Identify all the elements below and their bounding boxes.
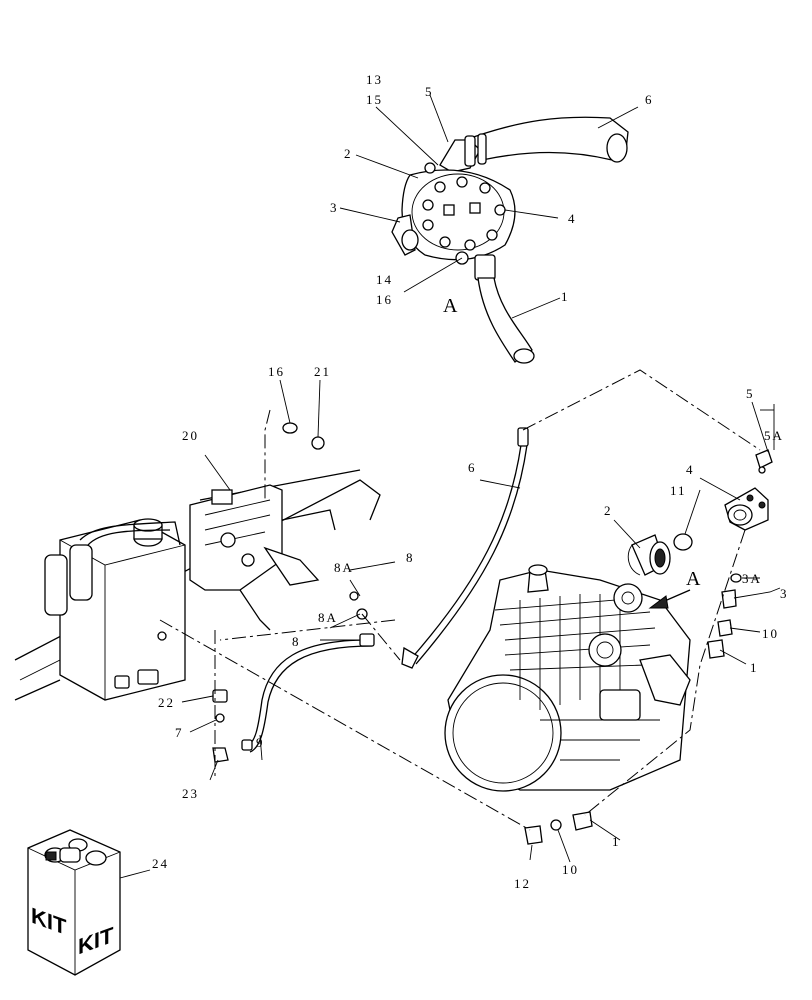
callout-1-bottom: 1 [612,834,621,849]
tank-bracket-assembly [14,469,381,701]
callout-3a: 3A [742,571,762,586]
view-label-a: A [443,295,458,317]
callout-9: 9 [256,735,265,750]
view-label-a-engine: A [686,568,701,590]
callout-8a-b: 8A [318,610,338,625]
callout-2-right: 2 [604,503,613,518]
washer-nut-16-21 [264,379,325,500]
callout-3-right: 3 [780,586,789,601]
callout-8-a: 8 [406,550,415,565]
callout-5-top: 5 [425,84,434,99]
callout-5a: 5A [764,428,784,443]
callout-3-top: 3 [330,200,339,215]
callout-14: 14 [376,272,393,287]
compressor-parts-exploded [524,449,773,845]
view-a-arrow [648,589,691,609]
callout-16-top: 16 [376,292,393,307]
callout-5-right: 5 [746,386,755,401]
callout-8-b: 8 [292,634,301,649]
callout-13: 13 [366,72,383,87]
callout-2-top: 2 [344,146,353,161]
top-leaders [339,94,639,319]
callout-8a-a: 8A [334,560,354,575]
callout-7: 7 [175,725,184,740]
hose-9 [241,591,375,753]
callout-1-right: 1 [750,660,759,675]
callout-21: 21 [314,364,331,379]
callout-4-right: 4 [686,462,695,477]
callout-10-bottom: 10 [562,862,579,877]
callout-11: 11 [670,483,687,498]
callout-6-top: 6 [645,92,654,107]
callout-6-mid: 6 [468,460,477,475]
callout-4-top: 4 [568,211,577,226]
callout-1-top: 1 [561,289,570,304]
compressor-detail [391,116,629,364]
fittings-22-7-23 [212,630,229,780]
callout-10-right: 10 [762,626,779,641]
engine [444,564,691,792]
callout-16-mid: 16 [268,364,285,379]
right-leaders [181,401,781,863]
hose-6-long [401,427,529,669]
kit-box: KIT KIT [27,829,151,976]
routing-lines [159,369,761,831]
callout-24: 24 [152,856,169,871]
callout-23: 23 [182,786,199,801]
callouts: 13 15 5 6 2 3 4 14 16 A 1 16 21 20 6 5 5… [152,72,789,891]
callout-20: 20 [182,428,199,443]
callout-15: 15 [366,92,383,107]
callout-12: 12 [514,876,531,891]
callout-22: 22 [158,695,175,710]
kit-fittings-icon [44,838,107,866]
